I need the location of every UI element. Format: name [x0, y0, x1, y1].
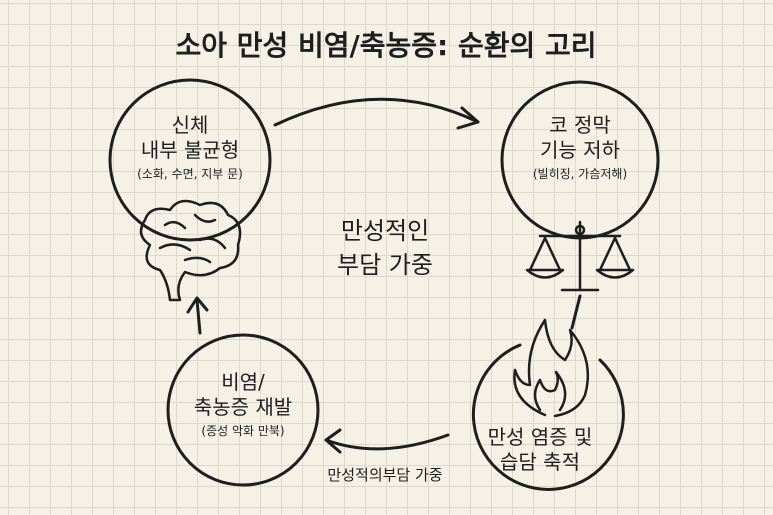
- node-circle-relapse: [166, 333, 320, 487]
- node-inflammation: 만성 염증 및 습담 축적: [488, 425, 593, 475]
- node-inflammation-line2: 습담 축적: [500, 450, 580, 474]
- brain-icon: [139, 199, 242, 302]
- node-nose-line1: 코 정막: [549, 113, 611, 137]
- balance-scale-icon: [525, 220, 635, 292]
- center-label: 만성적인 부담 가중: [337, 215, 433, 282]
- node-relapse-note: (증성 악화 만북): [201, 424, 285, 438]
- node-body: 신체 내부 불균형 (소화, 수면, 지부 문): [137, 113, 243, 182]
- center-label-line1: 만성적인: [340, 217, 430, 245]
- node-body-line1: 신체: [171, 113, 209, 137]
- node-nose-line2: 기능 저하: [540, 138, 620, 162]
- node-circle-inflammation: [471, 343, 625, 491]
- node-circle-body: [108, 78, 272, 242]
- arrow-label: 만성적의부담 가중: [327, 466, 443, 484]
- connector-right: [570, 294, 582, 330]
- node-nose: 코 정막 기능 저하 (빌히징, 가슴저해): [533, 113, 627, 182]
- node-inflammation-line1: 만성 염증 및: [487, 425, 593, 449]
- node-body-note: (소화, 수면, 지부 문): [137, 167, 243, 181]
- node-body-line2: 내부 불균형: [140, 138, 240, 162]
- node-nose-note: (빌히징, 가슴저해): [532, 167, 628, 181]
- arrow-top: [273, 97, 480, 130]
- node-relapse-line2: 축농증 재발: [193, 395, 293, 419]
- diagram-title: 소아 만성 비염/축농증: 순환의 고리: [175, 29, 597, 62]
- node-relapse: 비염/ 축농증 재발 (증성 악화 만북): [194, 370, 292, 439]
- arrow-bottom: [324, 428, 450, 454]
- arrow-left-up: [186, 296, 209, 335]
- center-label-line2: 부담 가중: [337, 250, 433, 279]
- flame-icon: [513, 318, 590, 418]
- node-relapse-line1: 비염/: [221, 370, 265, 394]
